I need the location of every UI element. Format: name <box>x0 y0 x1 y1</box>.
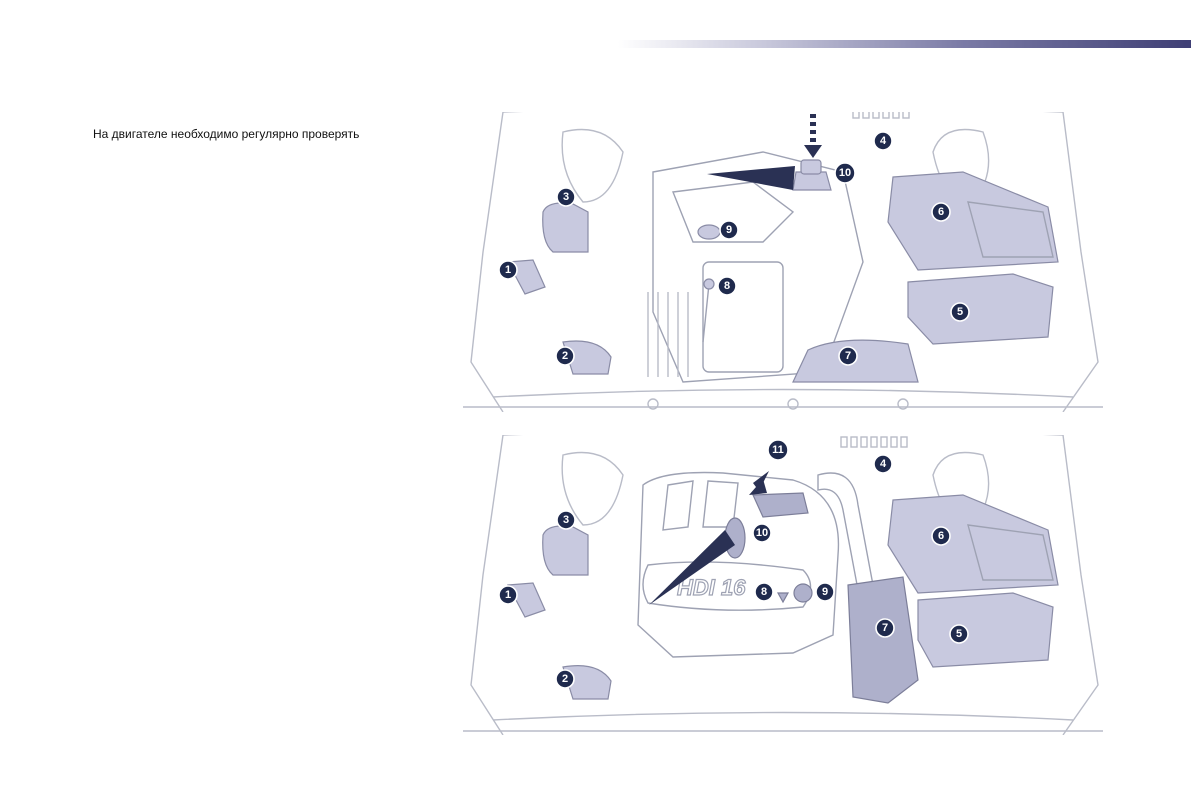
svg-text:8: 8 <box>761 586 767 598</box>
engine-bay-illustration-bottom: HDI 16 1 2 3 4 5 6 7 8 9 10 11 <box>463 435 1103 735</box>
svg-text:8: 8 <box>724 280 730 292</box>
marker-10: 10 <box>752 523 772 543</box>
engine-bay-diagram-top: 1 2 3 4 5 6 7 8 9 10 <box>463 112 1103 412</box>
marker-1: 1 <box>498 585 518 605</box>
svg-text:5: 5 <box>957 306 963 318</box>
marker-8: 8 <box>717 276 737 296</box>
engine-bay-illustration-top: 1 2 3 4 5 6 7 8 9 10 <box>463 112 1103 412</box>
svg-text:11: 11 <box>772 444 784 456</box>
marker-10: 10 <box>834 162 856 184</box>
svg-text:1: 1 <box>505 264 511 276</box>
marker-3: 3 <box>556 187 576 207</box>
intro-text: На двигателе необходимо регулярно провер… <box>93 127 360 141</box>
marker-5: 5 <box>950 302 970 322</box>
marker-4: 4 <box>873 454 893 474</box>
marker-9: 9 <box>815 582 835 602</box>
svg-text:6: 6 <box>938 530 944 542</box>
svg-text:5: 5 <box>956 628 962 640</box>
marker-9: 9 <box>719 220 739 240</box>
svg-text:3: 3 <box>563 514 569 526</box>
svg-text:10: 10 <box>839 167 851 179</box>
svg-text:2: 2 <box>562 350 568 362</box>
marker-5: 5 <box>949 624 969 644</box>
marker-7: 7 <box>838 346 858 366</box>
svg-text:4: 4 <box>880 135 887 147</box>
svg-text:9: 9 <box>726 224 732 236</box>
svg-text:10: 10 <box>756 527 768 539</box>
header-gradient-bar <box>618 40 1191 48</box>
marker-11: 11 <box>767 439 789 461</box>
svg-text:7: 7 <box>882 622 888 634</box>
marker-6: 6 <box>931 526 951 546</box>
svg-text:3: 3 <box>563 191 569 203</box>
marker-7: 7 <box>875 618 895 638</box>
marker-4: 4 <box>873 131 893 151</box>
marker-2: 2 <box>555 669 575 689</box>
marker-3: 3 <box>556 510 576 530</box>
svg-text:4: 4 <box>880 458 887 470</box>
svg-text:2: 2 <box>562 673 568 685</box>
svg-text:6: 6 <box>938 206 944 218</box>
marker-2: 2 <box>555 346 575 366</box>
marker-6: 6 <box>931 202 951 222</box>
engine-bay-diagram-bottom: HDI 16 1 2 3 4 5 6 7 8 9 10 11 <box>463 435 1103 735</box>
engine-cover-label: HDI 16 <box>677 575 746 600</box>
svg-text:1: 1 <box>505 589 511 601</box>
svg-text:7: 7 <box>845 350 851 362</box>
marker-1: 1 <box>498 260 518 280</box>
marker-8: 8 <box>754 582 774 602</box>
svg-text:9: 9 <box>822 586 828 598</box>
